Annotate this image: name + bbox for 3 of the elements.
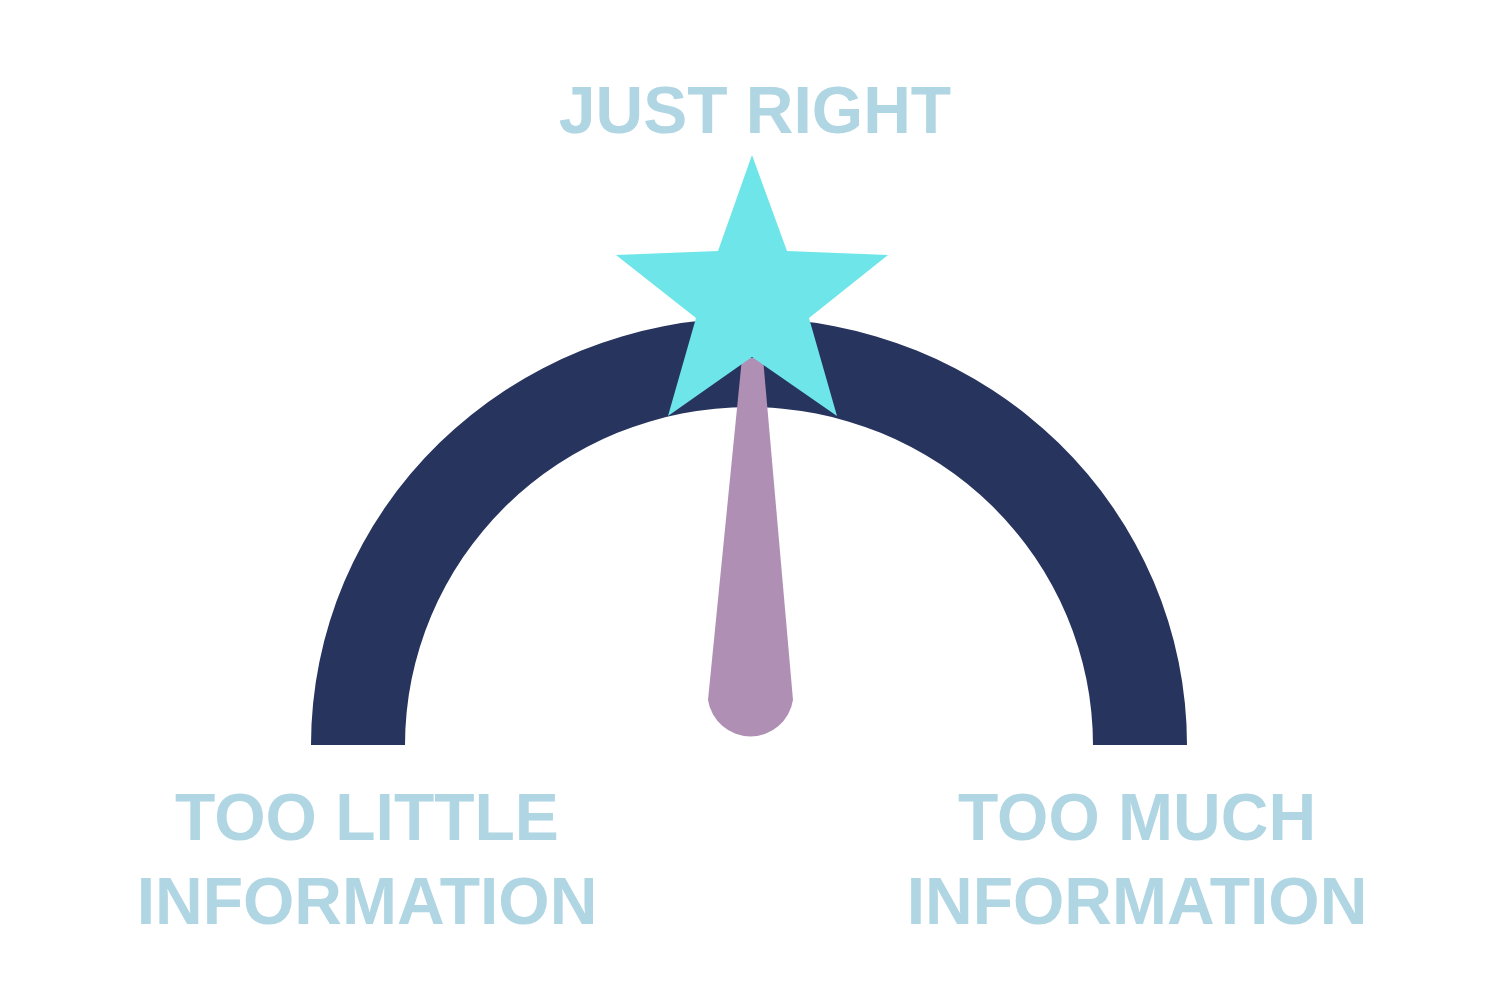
gauge-label: TOO LITTLE INFORMATION: [135, 779, 599, 940]
gauge-label: JUST RIGHT: [557, 72, 953, 149]
gauge-label: TOO MUCH INFORMATION: [905, 779, 1369, 940]
